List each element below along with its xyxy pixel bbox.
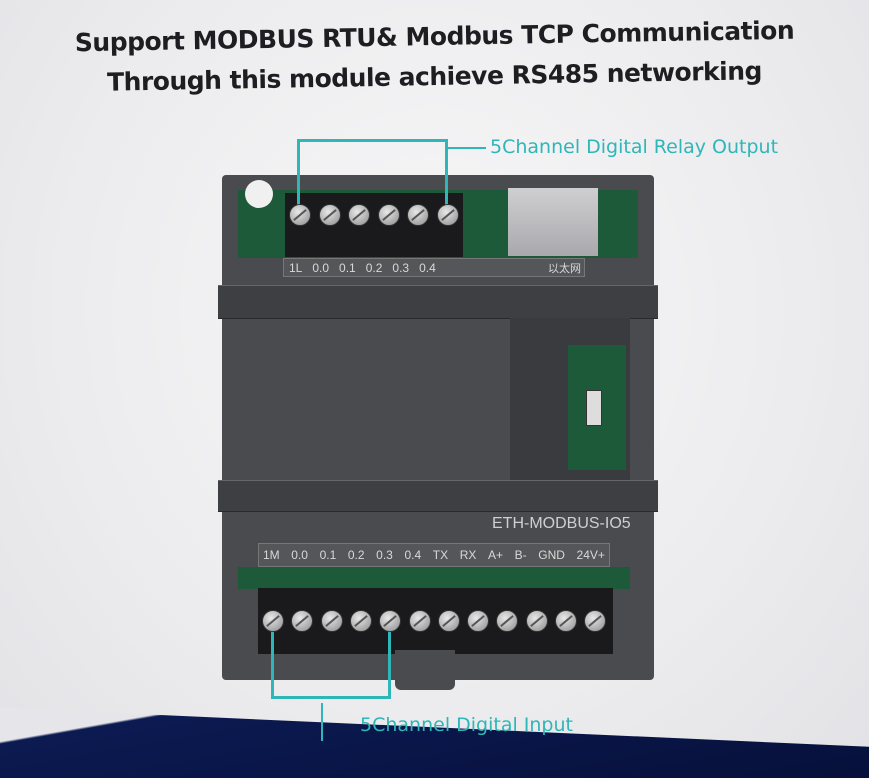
mount-hole — [245, 180, 273, 208]
terminal-screw — [262, 610, 284, 632]
bottom-terminal-label: A+ — [488, 548, 504, 562]
terminal-screw — [436, 204, 459, 226]
headline-line2: Through this module achieve RS485 networ… — [106, 56, 763, 97]
reset-button — [586, 390, 602, 426]
ethernet-label: 以太网 — [548, 263, 581, 275]
bottom-terminal-block — [258, 588, 613, 654]
bottom-terminal-label: TX — [432, 548, 449, 562]
terminal-screw — [377, 204, 400, 226]
relay-bracket-left — [297, 139, 300, 213]
bottom-terminal-label: 0.4 — [404, 548, 422, 562]
terminal-screw — [348, 204, 370, 226]
terminal-screw — [407, 204, 429, 226]
terminal-screw — [318, 204, 341, 226]
terminal-screw — [467, 610, 490, 632]
top-terminal-label: 0.4 — [419, 260, 436, 275]
bottom-label-strip: 1M 0.0 0.1 0.2 0.3 0.4 TX RX A+ B- GND 24V+ — [258, 543, 610, 567]
digital-input-label: 5Channel Digital Input — [360, 714, 573, 736]
terminal-screw — [555, 610, 577, 632]
top-terminal-label: 1L — [289, 260, 303, 275]
relay-output-label: 5Channel Digital Relay Output — [490, 136, 779, 158]
terminal-screw — [496, 610, 519, 632]
relay-bracket-right — [445, 139, 448, 213]
terminal-screw — [408, 610, 431, 632]
top-terminal-block — [285, 193, 463, 257]
bottom-terminal-label: RX — [459, 548, 477, 562]
relay-leader — [448, 147, 486, 149]
top-label-strip: 1L 0.0 0.1 0.2 0.3 0.4 — [283, 258, 585, 277]
bottom-terminal-label: 24V+ — [576, 548, 605, 562]
relay-bracket-top — [297, 139, 448, 142]
bottom-terminal-label: 0.0 — [291, 548, 308, 562]
top-rail — [218, 285, 658, 319]
bottom-terminal-label: 1M — [263, 548, 280, 562]
top-terminal-label: 0.1 — [339, 260, 356, 275]
headline-line1: Support MODBUS RTU& Modbus TCP Communica… — [74, 15, 795, 58]
bottom-terminal-label: 0.3 — [376, 548, 393, 562]
terminal-screw — [349, 610, 372, 632]
bottom-terminal-label: B- — [514, 548, 527, 562]
terminal-screw — [320, 610, 343, 632]
ethernet-port — [508, 188, 598, 256]
top-terminal-label: 0.3 — [392, 260, 410, 275]
bottom-terminal-label: 0.2 — [347, 548, 365, 562]
top-terminal-label: 0.0 — [312, 260, 330, 275]
bottom-pcb — [238, 567, 630, 589]
terminal-screw — [584, 610, 607, 632]
model-label: ETH-MODBUS-IO5 — [492, 515, 631, 532]
mount-tab — [395, 650, 455, 690]
terminal-screw — [291, 610, 314, 632]
terminal-screw — [437, 610, 460, 632]
input-bracket-right — [388, 620, 391, 698]
input-leader — [321, 703, 323, 741]
bottom-rail — [218, 480, 658, 512]
input-bracket-bottom — [271, 696, 391, 699]
terminal-screw — [289, 204, 311, 226]
top-terminal-label: 0.2 — [365, 260, 383, 275]
terminal-screw — [525, 610, 548, 632]
bottom-terminal-label: 0.1 — [319, 548, 337, 562]
input-bracket-left — [271, 620, 274, 698]
terminal-screw — [379, 610, 402, 632]
bottom-terminal-label: GND — [538, 548, 565, 562]
background-band — [0, 707, 869, 778]
